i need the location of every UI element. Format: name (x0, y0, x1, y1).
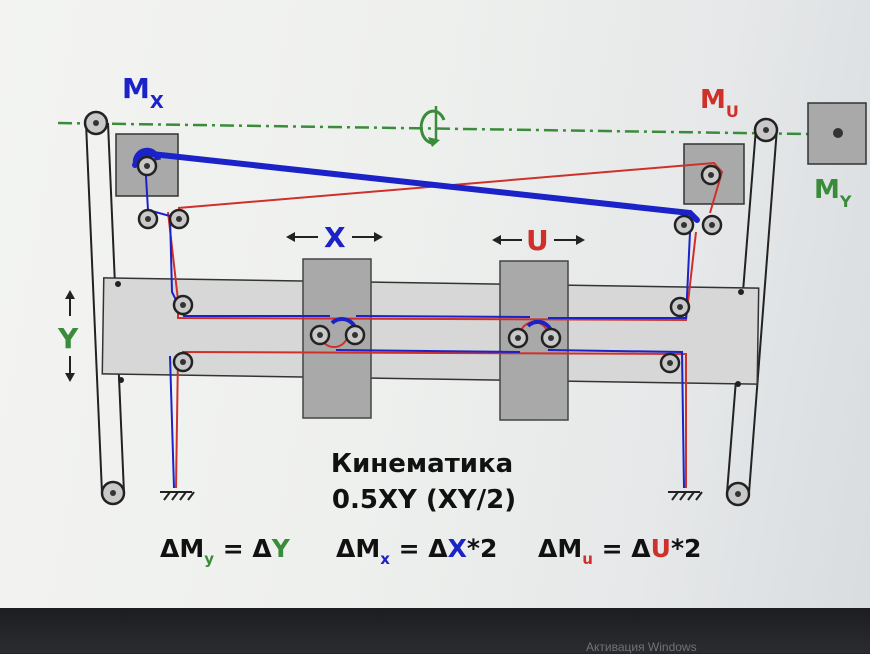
monitor-bezel (0, 608, 870, 653)
right-arrow-icon (374, 232, 383, 242)
formula-mu: ΔMu = ΔU*2 (538, 534, 701, 568)
x-axis-indicator: X (286, 221, 383, 254)
svg-text:U: U (526, 224, 549, 257)
svg-text:X: X (324, 221, 346, 254)
down-arrow-icon (65, 373, 75, 382)
label-mu: MU (700, 85, 739, 121)
ground-anchor-icon (160, 491, 195, 501)
motor-my-shaft (833, 128, 843, 138)
svg-text:Y: Y (57, 322, 79, 355)
gantry-beam (101, 277, 760, 385)
left-arrow-icon (286, 232, 295, 242)
blue-belt (144, 159, 692, 489)
rotation-arrow-icon (419, 106, 446, 147)
left-arrow-icon (492, 235, 501, 245)
formula-mx: ΔMx = ΔX*2 (336, 534, 497, 568)
label-my: MY (814, 175, 852, 211)
caption-line1: Кинематика (331, 449, 513, 479)
label-mx: MX (122, 72, 164, 113)
up-arrow-icon (65, 290, 75, 299)
red-belt (167, 161, 724, 489)
right-arrow-icon (576, 235, 585, 245)
caption-line2: 0.5XY (XY/2) (332, 485, 516, 515)
blue-belt-main-run (132, 149, 700, 223)
y-axis-indicator: Y (57, 290, 79, 382)
motor-mu-block (683, 143, 745, 205)
rotation-axis (57, 121, 809, 136)
formula-my: ΔMy = ΔY (160, 534, 291, 568)
u-axis-indicator: U (492, 224, 585, 257)
ground-anchor-icon (668, 491, 703, 501)
windows-activation-watermark: Активация Windows (586, 640, 697, 654)
